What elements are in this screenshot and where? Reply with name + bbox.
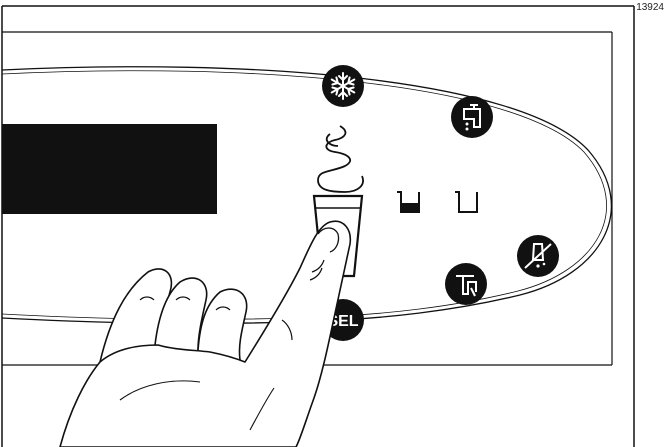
no-mix-icon: [524, 243, 552, 269]
display-window: [2, 124, 217, 214]
dispenser-icon: [463, 104, 481, 131]
freeze-button[interactable]: [322, 65, 364, 107]
snowflake-icon: [330, 72, 356, 100]
outer-frame: [1, 5, 635, 447]
figure-number: 13924: [636, 2, 664, 13]
hopper-empty-icon: [455, 191, 478, 213]
sel-icon: SEL: [327, 313, 358, 330]
dispense-button[interactable]: [451, 96, 493, 138]
no-mix-button[interactable]: [517, 235, 559, 277]
hopper-empty-indicator: [455, 191, 478, 213]
hopper-low-level-indicator: [397, 191, 420, 213]
wash-faucet-icon: [456, 275, 477, 297]
hand-illustration: [59, 220, 352, 447]
wash-button[interactable]: [445, 263, 487, 305]
hopper-low-level-icon: [397, 191, 420, 213]
